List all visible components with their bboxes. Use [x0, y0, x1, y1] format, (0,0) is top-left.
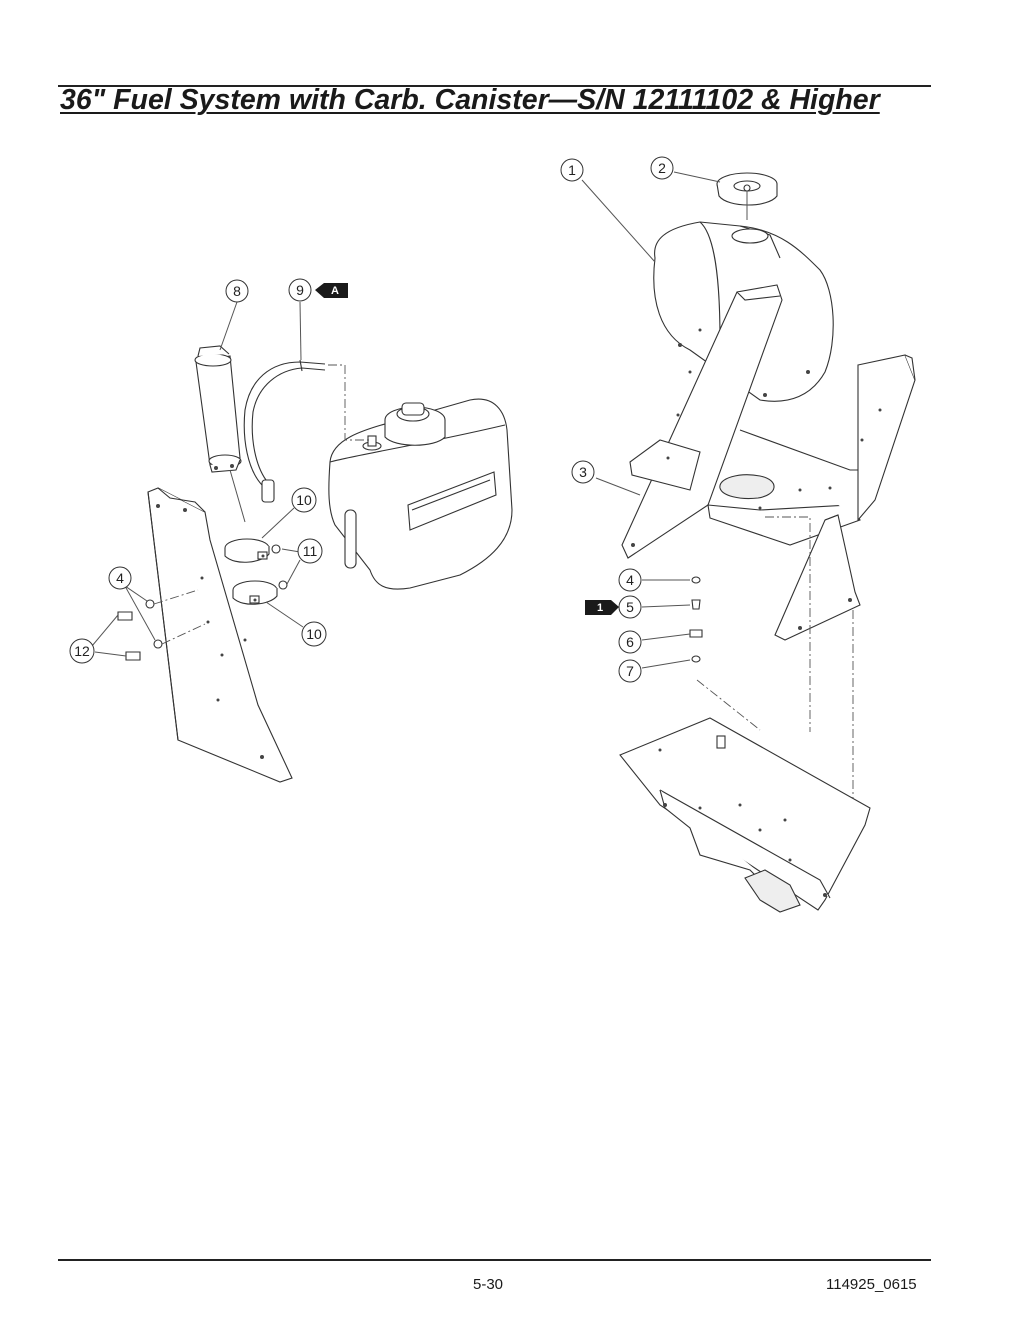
callout-label: 3 [579, 464, 587, 480]
bolts-washers-left [117, 599, 163, 661]
bolt-line-upper [153, 589, 199, 605]
title-top-rule [58, 85, 931, 87]
callout-7: 7 [618, 659, 642, 683]
page-number: 5-30 [473, 1276, 504, 1293]
callout-9: 9 [288, 278, 312, 302]
callout-11: 11 [297, 538, 323, 564]
callout-3: 3 [571, 460, 595, 484]
callout-10-upper: 10 [291, 487, 317, 513]
callout-label: 4 [626, 572, 634, 588]
callout-4-left: 4 [108, 566, 132, 590]
flag-label: A [331, 285, 339, 297]
callout-label: 6 [626, 634, 634, 650]
hardware-align-line [696, 679, 761, 731]
mounting-panel-left [147, 487, 293, 783]
hose-route-line [328, 364, 372, 441]
callout-label: 1 [568, 162, 576, 178]
callout-4-right: 4 [618, 568, 642, 592]
frame-assembly [621, 284, 916, 641]
page-title: 36" Fuel System with Carb. Canister—S/N … [60, 84, 880, 116]
flag-1: 1 [585, 600, 619, 615]
callout-8: 8 [225, 279, 249, 303]
frame-align-line [765, 516, 811, 732]
footer-rule [58, 1259, 931, 1261]
callout-label: 9 [296, 282, 304, 298]
callout-2: 2 [650, 156, 674, 180]
clamp-lower [232, 580, 278, 605]
callout-1: 1 [560, 158, 584, 182]
carb-canister [194, 345, 246, 523]
document-code: 114925_0615 [826, 1276, 917, 1293]
flag-label: 1 [597, 602, 603, 614]
callout-label: 2 [658, 160, 666, 176]
fuel-tank-left [328, 398, 513, 590]
callout-label: 8 [233, 283, 241, 299]
callout-label: 10 [306, 626, 322, 642]
nut-11 [271, 544, 288, 590]
callout-label: 5 [626, 599, 634, 615]
callout-5: 5 [618, 595, 642, 619]
callout-label: 12 [74, 643, 90, 659]
callout-10-lower: 10 [301, 621, 327, 647]
callout-label: 10 [296, 492, 312, 508]
leader-lines [91, 171, 721, 669]
clamp-upper [224, 538, 270, 563]
fuel-cap [716, 172, 778, 220]
vent-hose [243, 359, 326, 503]
callout-label: 11 [303, 543, 318, 559]
lower-tray [619, 717, 871, 913]
hardware-stack [689, 576, 703, 663]
bolt-line-lower [161, 623, 206, 645]
callout-label: 7 [626, 663, 634, 679]
callout-label: 4 [116, 570, 124, 586]
callout-6: 6 [618, 630, 642, 654]
flag-a: A [315, 283, 348, 298]
callout-12: 12 [69, 638, 95, 664]
